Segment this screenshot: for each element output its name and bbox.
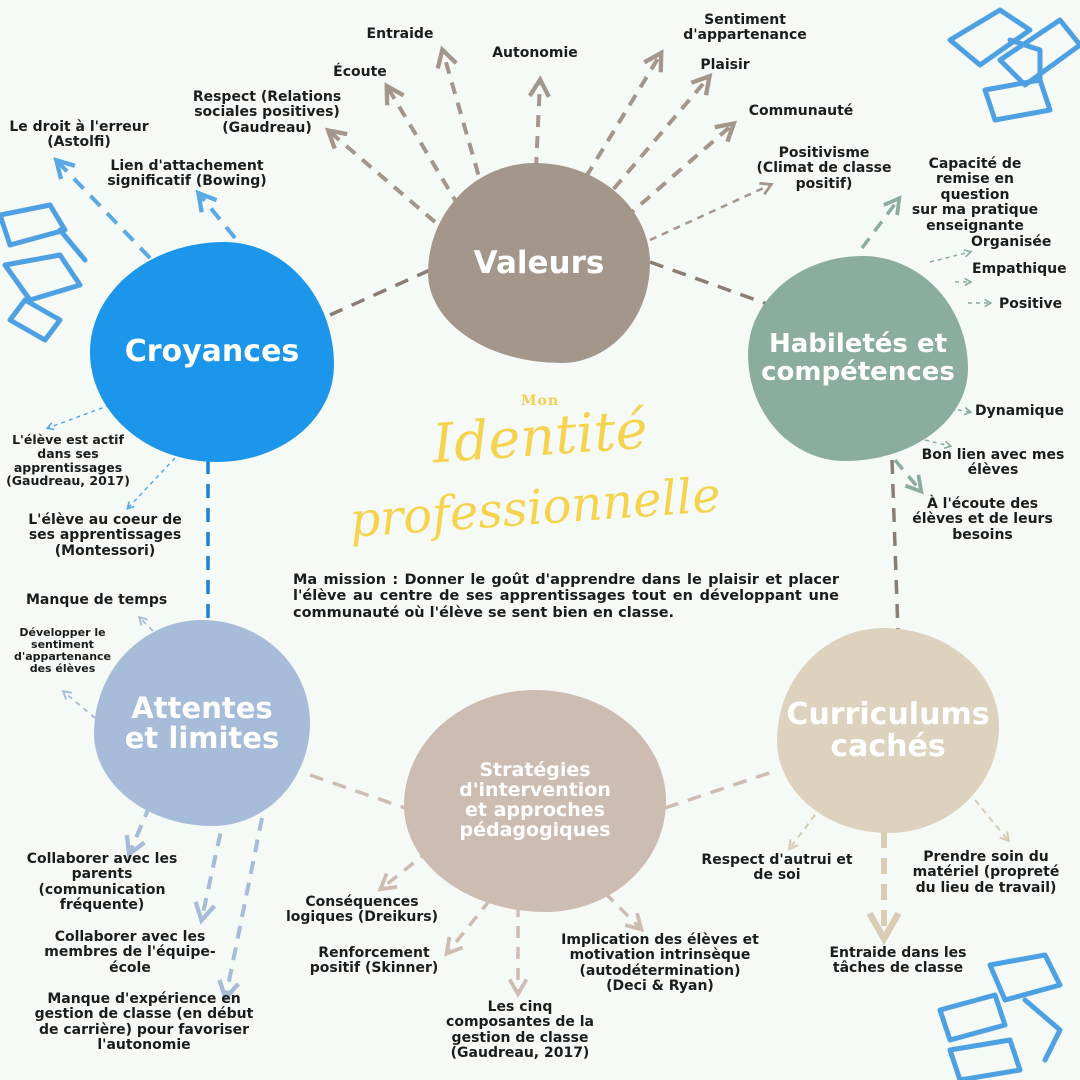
croyances-item-eleve-actif: L'élève est actif dans ses apprentissage… (6, 432, 130, 489)
valeurs-item-entraide: Entraide (366, 26, 434, 42)
hands-together-icon (0, 202, 88, 343)
habiletes-item-ecoute-eleves: À l'écoute des élèves et de leurs besoin… (912, 496, 1053, 543)
arrow-bon-lien (924, 439, 953, 450)
valeurs-label: Valeurs (473, 244, 605, 281)
habiletes-item-bon-lien: Bon lien avec mes élèves (921, 447, 1065, 479)
arrow-capacite (860, 195, 902, 250)
habiletes-label-1: Habiletés et (768, 329, 948, 360)
valeurs-bubble: Valeurs (428, 163, 650, 363)
hands-together-icon (947, 7, 1080, 123)
strategies-label-2: d'intervention (459, 779, 611, 802)
link-habiletes-curriculums (890, 459, 900, 633)
curriculums-item-entraide-taches: Entraide dans les tâches de classe (829, 945, 967, 977)
croyances-item-lien-attachement: Lien d'attachement significatif (Bowing) (107, 158, 267, 190)
arrow-developper (61, 690, 96, 719)
arrow-manque-experience (217, 817, 264, 1003)
habiletes-item-organisee: Organisée (971, 234, 1052, 250)
habiletes-item-empathique: Empathique (972, 261, 1067, 277)
attentes-item-collaborer-equipe: Collaborer avec les membres de l'équipe-… (44, 929, 216, 976)
arrow-organisee (929, 249, 973, 263)
mission-statement: Ma mission : Donner le goût d'apprendre … (293, 572, 839, 621)
attentes-bubble: Attentes et limites (94, 620, 310, 826)
valeurs-item-sentiment: Sentiment d'appartenance (683, 12, 807, 44)
arrow-respect-autrui (787, 814, 816, 851)
arrow-ecoute-eleves (893, 458, 924, 495)
habiletes-label-2: compétences (761, 356, 955, 387)
arrow-respect (324, 127, 437, 224)
arrow-communaute (623, 120, 738, 220)
attentes-item-developper: Développer le sentiment d'appartenance d… (13, 626, 112, 676)
curriculums-label-1: Curriculums (786, 697, 990, 732)
strategies-bubble: Stratégies d'intervention et approches p… (404, 690, 666, 912)
valeurs-item-ecoute: Écoute (333, 64, 387, 80)
attentes-item-collaborer-parents: Collaborer avec les parents (communicati… (26, 851, 178, 914)
croyances-item-eleve-coeur: L'élève au coeur de ses apprentissages (… (28, 512, 182, 559)
arrow-positivisme (649, 181, 774, 242)
arrow-collaborer-parents (124, 804, 152, 859)
valeurs-item-autonomie: Autonomie (492, 45, 578, 61)
link-strategies-curriculums (664, 768, 779, 810)
link-attentes-strategies (309, 773, 406, 810)
curriculums-bubble: Curriculums cachés (777, 628, 999, 833)
arrow-eleve-actif (45, 404, 111, 431)
strategies-item-cinq: Les cinq composantes de la gestion de cl… (446, 999, 594, 1062)
arrow-renforcement (444, 898, 492, 957)
arrow-eleve-coeur (126, 457, 176, 510)
link-valeurs-croyances (329, 268, 431, 317)
strategies-label-3: et approches (464, 799, 605, 821)
habiletes-item-capacite: Capacité de remise en question sur ma pr… (911, 156, 1039, 234)
valeurs-item-plaisir: Plaisir (700, 57, 750, 73)
arrow-sentiment (573, 49, 664, 197)
attentes-item-manque-temps: Manque de temps (26, 592, 168, 608)
habiletes-bubble: Habiletés et compétences (748, 256, 968, 461)
strategies-item-renforcement: Renforcement positif (Skinner) (309, 945, 439, 977)
strategies-label-4: pédagogiques (459, 818, 611, 841)
arrow-autonomie (527, 75, 551, 191)
attentes-label-2: et limites (124, 721, 280, 755)
valeurs-item-respect: Respect (Relations sociales positives) (… (192, 89, 342, 136)
valeurs-item-positivisme: Positivisme (Climat de classe positif) (756, 145, 892, 192)
habiletes-item-dynamique: Dynamique (975, 403, 1065, 419)
croyances-item-droit-erreur: Le droit à l'erreur (Astolfi) (9, 119, 149, 151)
strategies-item-implication: Implication des élèves et motivation int… (561, 932, 759, 995)
arrow-plaisir (598, 72, 713, 207)
arrow-dynamique (957, 406, 973, 416)
strategies-item-consequences: Conséquences logiques (Dreikurs) (285, 894, 439, 926)
habiletes-item-positive: Positive (999, 296, 1063, 312)
curriculums-item-respect-autrui: Respect d'autrui et de soi (701, 852, 853, 884)
arrow-lien-attachement (195, 189, 237, 240)
arrow-prendre-soin (974, 799, 1011, 843)
hands-together-icon (937, 952, 1063, 1080)
croyances-label: Croyances (124, 334, 300, 370)
croyances-bubble: Croyances (90, 242, 334, 462)
curriculums-label-2: cachés (830, 728, 946, 764)
attentes-item-manque-experience: Manque d'expérience en gestion de classe… (34, 991, 254, 1054)
title-prefix: Mon (520, 393, 559, 409)
curriculums-item-prendre-soin: Prendre soin du matériel (propreté du li… (912, 849, 1060, 896)
link-valeurs-habiletes (649, 260, 771, 307)
arrow-collaborer-equipe (193, 811, 227, 925)
valeurs-item-communaute: Communauté (748, 103, 854, 119)
attentes-label-1: Attentes (131, 690, 273, 725)
strategies-label-1: Stratégies (479, 759, 591, 782)
